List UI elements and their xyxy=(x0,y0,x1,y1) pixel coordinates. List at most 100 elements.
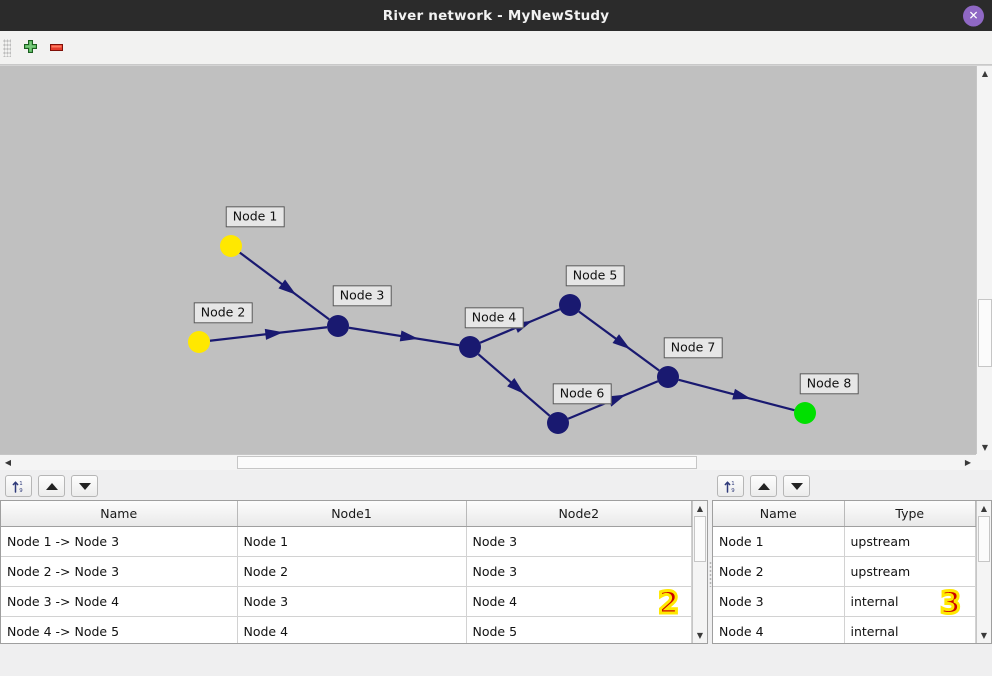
reaches-move-up-button[interactable] xyxy=(38,475,65,497)
graph-node-label[interactable]: Node 2 xyxy=(193,302,253,324)
delete-node-button[interactable] xyxy=(43,35,69,61)
graph-horizontal-scrollbar[interactable]: ◀ ▶ xyxy=(0,454,976,470)
graph-node-node-1[interactable] xyxy=(220,235,242,257)
reaches-vertical-scrollbar[interactable]: ▲ ▼ xyxy=(692,501,707,643)
reaches-pane-footer xyxy=(0,644,708,676)
reaches-column-header[interactable]: Name xyxy=(1,501,238,527)
nodes-table-cell[interactable]: Node 3 xyxy=(713,586,845,617)
graph-edge-arrow xyxy=(278,279,297,295)
reaches-table-cell[interactable]: Node 3 xyxy=(237,586,467,617)
graph-node-node-5[interactable] xyxy=(559,294,581,316)
graph-node-node-8[interactable] xyxy=(794,402,816,424)
scroll-up-icon[interactable]: ▲ xyxy=(981,69,989,78)
nodes-table-cell[interactable]: Node 4 xyxy=(713,616,845,643)
reaches-vscroll-thumb[interactable] xyxy=(694,516,706,562)
graph-node-node-4[interactable] xyxy=(459,336,481,358)
graph-node-label[interactable]: Node 3 xyxy=(332,285,392,307)
scroll-up-icon[interactable]: ▲ xyxy=(980,504,988,513)
title-bar: River network - MyNewStudy ✕ xyxy=(0,0,992,31)
toolbar-grip[interactable] xyxy=(3,38,11,57)
graph-edge-arrow xyxy=(399,330,419,342)
graph-node-label[interactable]: Node 1 xyxy=(225,206,285,228)
graph-node-label[interactable]: Node 8 xyxy=(799,373,859,395)
reaches-move-down-button[interactable] xyxy=(71,475,98,497)
reaches-table-cell[interactable]: Node 3 xyxy=(466,556,692,587)
graph-edge-arrow xyxy=(607,394,626,407)
reaches-table-cell[interactable]: Node 4 xyxy=(237,616,467,643)
scroll-down-icon[interactable]: ▼ xyxy=(981,443,989,452)
graph-node-label[interactable]: Node 5 xyxy=(565,265,625,287)
graph-node-label[interactable]: Node 4 xyxy=(464,307,524,329)
nodes-table-cell[interactable]: Node 1 xyxy=(713,526,845,557)
scroll-right-icon[interactable]: ▶ xyxy=(964,458,972,467)
close-icon[interactable]: ✕ xyxy=(963,5,984,26)
reaches-table-cell[interactable]: Node 2 xyxy=(237,556,467,587)
scroll-down-icon[interactable]: ▼ xyxy=(696,631,704,640)
reaches-table-cell[interactable]: Node 1 -> Node 3 xyxy=(1,526,238,557)
graph-vscroll-thumb[interactable] xyxy=(978,299,992,367)
reaches-column-header[interactable]: Node1 xyxy=(237,501,467,527)
graph-hscroll-thumb[interactable] xyxy=(237,456,697,469)
graph-vertical-scrollbar[interactable]: ▲ ▼ xyxy=(976,66,992,455)
nodes-table-cell[interactable]: upstream xyxy=(844,526,976,557)
sort-az-icon: 1 9 xyxy=(12,481,23,494)
scroll-up-icon[interactable]: ▲ xyxy=(696,504,704,513)
graph-edge-arrow xyxy=(264,328,284,340)
nodes-table-cell[interactable]: internal xyxy=(844,616,976,643)
graph-node-label[interactable]: Node 7 xyxy=(663,337,723,359)
svg-text:9: 9 xyxy=(731,488,735,494)
graph-node-label[interactable]: Node 6 xyxy=(552,383,612,405)
add-node-button[interactable] xyxy=(17,35,43,61)
scroll-left-icon[interactable]: ◀ xyxy=(4,458,12,467)
nodes-table-cell[interactable]: internal xyxy=(844,586,976,617)
reaches-table-cell[interactable]: Node 4 -> Node 5 xyxy=(1,616,238,643)
reaches-table-cell[interactable]: Node 4 xyxy=(466,586,692,617)
nodes-column-header[interactable]: Name xyxy=(713,501,845,527)
nodes-column-header[interactable]: Type xyxy=(844,501,976,527)
scrollbar-corner xyxy=(976,454,992,470)
scroll-down-icon[interactable]: ▼ xyxy=(980,631,988,640)
graph-node-node-3[interactable] xyxy=(327,315,349,337)
reaches-table-cell[interactable]: Node 3 xyxy=(466,526,692,557)
reaches-table-cell[interactable]: Node 3 -> Node 4 xyxy=(1,586,238,617)
graph-edge-arrow xyxy=(507,378,525,394)
svg-text:1: 1 xyxy=(19,481,22,487)
reaches-table-cell[interactable]: Node 2 -> Node 3 xyxy=(1,556,238,587)
reaches-toolbar: 1 9 xyxy=(0,472,708,500)
nodes-move-down-button[interactable] xyxy=(783,475,810,497)
nodes-move-up-button[interactable] xyxy=(750,475,777,497)
reaches-sort-button[interactable]: 1 9 xyxy=(5,475,32,497)
main-toolbar xyxy=(0,31,992,65)
nodes-vertical-scrollbar[interactable]: ▲ ▼ xyxy=(976,501,991,643)
reaches-column-header[interactable]: Node2 xyxy=(466,501,692,527)
nodes-table-cell[interactable]: Node 2 xyxy=(713,556,845,587)
reaches-table-cell[interactable]: Node 5 xyxy=(466,616,692,643)
arrow-down-icon xyxy=(790,482,803,490)
nodes-vscroll-thumb[interactable] xyxy=(978,516,990,562)
graph-edge-arrow xyxy=(612,334,631,350)
graph-node-node-2[interactable] xyxy=(188,331,210,353)
reaches-table-cell[interactable]: Node 1 xyxy=(237,526,467,557)
network-graph-canvas[interactable]: Node 1 Node 2 Node 3 Node 4 Node 5 Node 6 Node… xyxy=(0,66,976,455)
graph-node-node-6[interactable] xyxy=(547,412,569,434)
nodes-table-cell[interactable]: upstream xyxy=(844,556,976,587)
graph-edge-arrow xyxy=(732,388,751,400)
vertical-splitter[interactable] xyxy=(708,472,712,676)
nodes-sort-button[interactable]: 1 9 xyxy=(717,475,744,497)
network-graph-panel: Node 1 Node 2 Node 3 Node 4 Node 5 Node 6 Node… xyxy=(0,65,992,470)
graph-node-node-7[interactable] xyxy=(657,366,679,388)
